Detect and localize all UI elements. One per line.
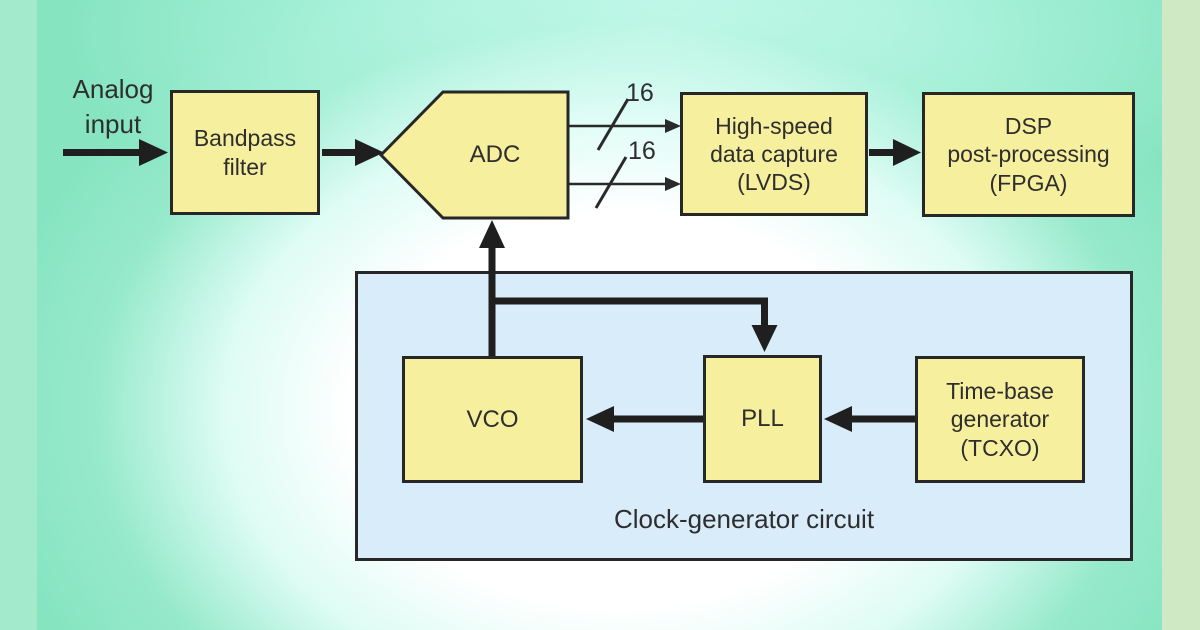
bus-width-label-top: 16 xyxy=(626,79,654,107)
time-base-generator-block: Time-base generator (TCXO) xyxy=(915,356,1085,483)
bus-slash-bottom xyxy=(594,156,628,209)
pll-block: PLL xyxy=(703,355,822,483)
arrow-lvds-to-dsp xyxy=(869,139,921,166)
dsp-post-processing-label: DSP post-processing (FPGA) xyxy=(947,113,1110,196)
bus-arrow-bottom xyxy=(569,156,681,209)
time-base-generator-label: Time-base generator (TCXO) xyxy=(946,378,1054,461)
bus-width-label-bottom: 16 xyxy=(628,137,656,165)
bus-slash-top xyxy=(596,98,630,151)
clock-generator-caption: Clock-generator circuit xyxy=(613,504,875,534)
left-edge-strip xyxy=(0,0,37,630)
arrow-analog-input-to-bandpass xyxy=(63,139,168,166)
vco-label: VCO xyxy=(466,405,519,433)
high-speed-data-capture-block: High-speed data capture (LVDS) xyxy=(680,92,868,216)
dsp-post-processing-block: DSP post-processing (FPGA) xyxy=(922,92,1135,217)
adc-label: ADC xyxy=(469,141,521,168)
vco-block: VCO xyxy=(402,356,583,483)
bus-arrow-top xyxy=(569,98,681,151)
pll-label: PLL xyxy=(741,405,784,433)
analog-input-label: Analog input xyxy=(72,74,154,140)
bandpass-filter-block: Bandpass filter xyxy=(170,90,320,215)
right-edge-strip xyxy=(1162,0,1200,630)
arrow-bandpass-to-adc xyxy=(322,139,384,166)
bandpass-filter-label: Bandpass filter xyxy=(193,125,297,180)
adc-block: ADC xyxy=(430,92,560,218)
high-speed-data-capture-label: High-speed data capture (LVDS) xyxy=(710,112,838,196)
